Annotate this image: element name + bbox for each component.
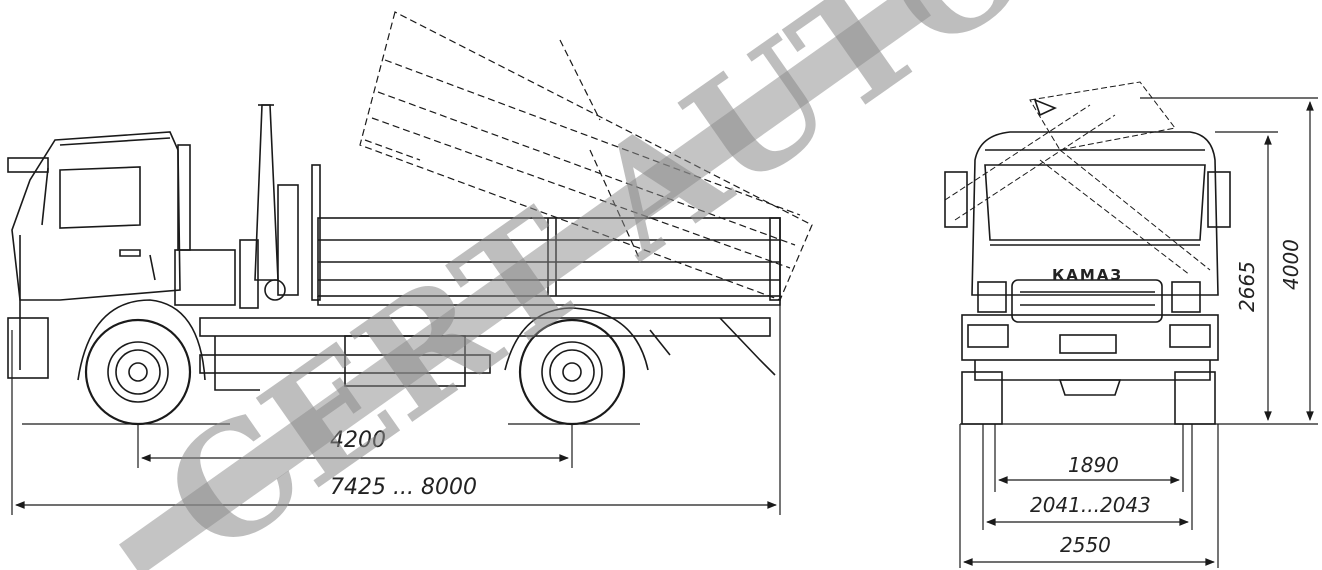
front-grille: [1011, 279, 1163, 323]
front-dimensions: [959, 97, 1318, 568]
right-headlight: [1171, 281, 1201, 313]
front-crane-overlay: [944, 81, 1211, 276]
front-bumper: [961, 314, 1219, 361]
svg-text:CERT AUTO: CERT AUTO: [135, 0, 1063, 570]
crane: [174, 104, 299, 309]
front-fender: [77, 299, 206, 381]
dim-track-label: 1890: [1068, 453, 1119, 477]
left-mirror: [944, 171, 968, 228]
brand-logo: КАМАЗ: [1052, 266, 1123, 284]
front-wheel: [84, 318, 192, 426]
front-view: [944, 81, 1231, 425]
rear-fender: [504, 307, 649, 371]
dim-width-total-label: 2550: [1060, 533, 1111, 557]
front-cab: [971, 131, 1219, 296]
dim-height-cab-label: 2665: [1235, 261, 1259, 312]
dim-length-label: 7425 ... 8000: [330, 475, 477, 500]
dim-width-body-label: 2041...2043: [1030, 493, 1151, 517]
side-view: [7, 11, 813, 426]
left-headlight: [977, 281, 1007, 313]
side-dimensions: [11, 300, 781, 515]
right-mirror: [1207, 171, 1231, 228]
cab: [7, 131, 181, 379]
dim-height-total-label: 4000: [1279, 239, 1303, 290]
watermark: CERT AUTO: [119, 0, 1063, 570]
